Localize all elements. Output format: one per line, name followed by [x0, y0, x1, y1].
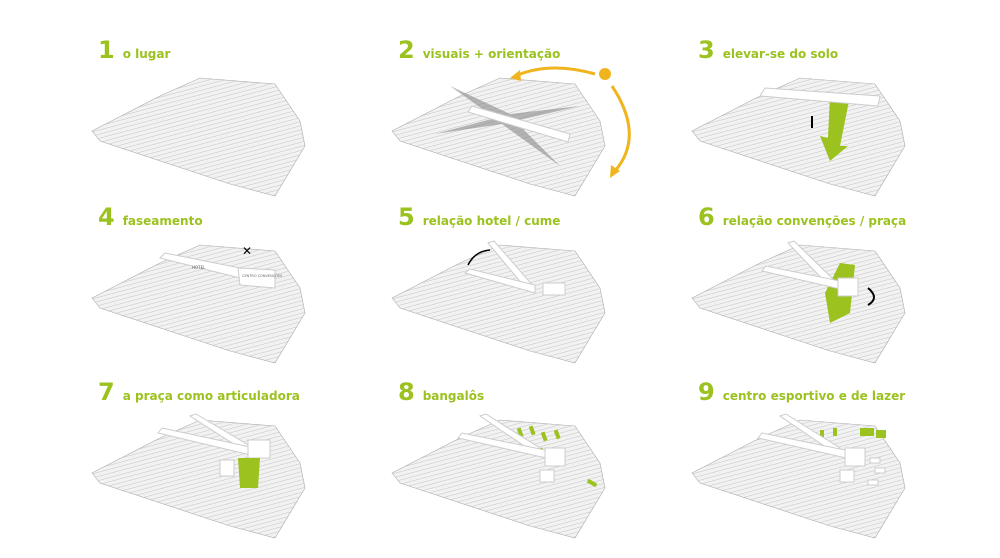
terrain-model: [691, 77, 906, 197]
terrain-model: [391, 240, 606, 364]
convention-block: [544, 447, 566, 467]
panel-3: 3 elevar-se do solo: [690, 36, 990, 211]
panel-title: 7 a praça como articuladora: [98, 378, 300, 406]
terrain-model: [391, 413, 606, 539]
sun-path-arrow: [514, 66, 596, 78]
terrain: [691, 77, 906, 197]
step-label: o lugar: [122, 47, 171, 61]
panel-4: 4 faseamento HOTEL CENTRO CONVENÇÕES ✕: [90, 203, 390, 378]
terrain-model: [391, 66, 631, 197]
panel-title: 8 bangalôs: [398, 378, 484, 406]
step-label: bangalôs: [422, 389, 485, 403]
panel-title: 9 centro esportivo e de lazer: [698, 378, 905, 406]
step-number: 8: [398, 378, 415, 406]
panel-title: 5 relação hotel / cume: [398, 203, 560, 231]
terrain: [391, 244, 606, 364]
block: [839, 469, 855, 483]
block: [219, 459, 235, 477]
panel-title: 3 elevar-se do solo: [698, 36, 838, 64]
terrain: [91, 77, 306, 197]
green-plaza: [238, 458, 260, 488]
panel-7: 7 a praça como articuladora: [90, 378, 390, 553]
block: [539, 469, 555, 483]
elevated-building: [759, 87, 881, 107]
convention-label: CENTRO CONVENÇÕES: [242, 273, 283, 278]
panel-title: 2 visuais + orientação: [398, 36, 560, 64]
step-label: elevar-se do solo: [722, 47, 839, 61]
sports-fields: [820, 428, 886, 438]
terrain: [691, 244, 906, 364]
step-label: a praça como articuladora: [122, 389, 300, 403]
step-number: 6: [698, 203, 715, 231]
step-number: 4: [98, 203, 115, 231]
panel-6: 6 relação convenções / praça: [690, 203, 990, 378]
convention-block: [844, 447, 866, 467]
sun-icon: [599, 68, 611, 80]
panel-title: 4 faseamento: [98, 203, 203, 231]
step-label: visuais + orientação: [422, 47, 561, 61]
building-bar: [467, 105, 571, 143]
convention-block: [542, 282, 566, 296]
rotate-arrow-icon: [867, 287, 875, 306]
arrow-head: [610, 165, 620, 178]
terrain: [391, 419, 606, 539]
terrain: [691, 419, 906, 539]
terrain: [391, 77, 606, 197]
step-label: relação convenções / praça: [722, 214, 907, 228]
panel-8: 8 bangalôs: [390, 378, 690, 553]
terrain-model: [91, 413, 306, 539]
panel-2: 2 visuais + orientação: [390, 36, 690, 211]
step-number: 3: [698, 36, 715, 64]
step-label: relação hotel / cume: [422, 214, 561, 228]
panel-title: 6 relação convenções / praça: [698, 203, 906, 231]
rotate-arrow-icon: [467, 249, 491, 266]
hotel-block: [478, 413, 541, 453]
convention-block: [237, 267, 276, 289]
view-cone: [435, 86, 580, 166]
hotel-label: HOTEL: [192, 265, 206, 270]
hotel-block: [463, 268, 536, 294]
convention-block: [837, 277, 859, 297]
terrain-model: [691, 240, 906, 364]
green-path: [820, 96, 850, 161]
cut-icon: ✕: [242, 244, 252, 258]
convention-block: [247, 439, 271, 459]
terrain-model: HOTEL CENTRO CONVENÇÕES ✕: [91, 244, 306, 364]
hotel-block: [778, 413, 841, 453]
panel-5: 5 relação hotel / cume: [390, 203, 690, 378]
step-number: 7: [98, 378, 115, 406]
step-number: 5: [398, 203, 415, 231]
step-number: 9: [698, 378, 715, 406]
panel-9: 9 centro esportivo e de lazer: [690, 378, 990, 553]
step-number: 1: [98, 36, 115, 64]
step-label: centro esportivo e de lazer: [722, 389, 906, 403]
panel-1: 1 o lugar: [90, 36, 390, 211]
step-number: 2: [398, 36, 415, 64]
arrow-head: [510, 70, 521, 81]
sun-path-arrow: [610, 85, 631, 172]
step-label: faseamento: [122, 214, 203, 228]
terrain-model: [691, 413, 906, 539]
panel-title: 1 o lugar: [98, 36, 170, 64]
terrain-model: [91, 77, 306, 197]
